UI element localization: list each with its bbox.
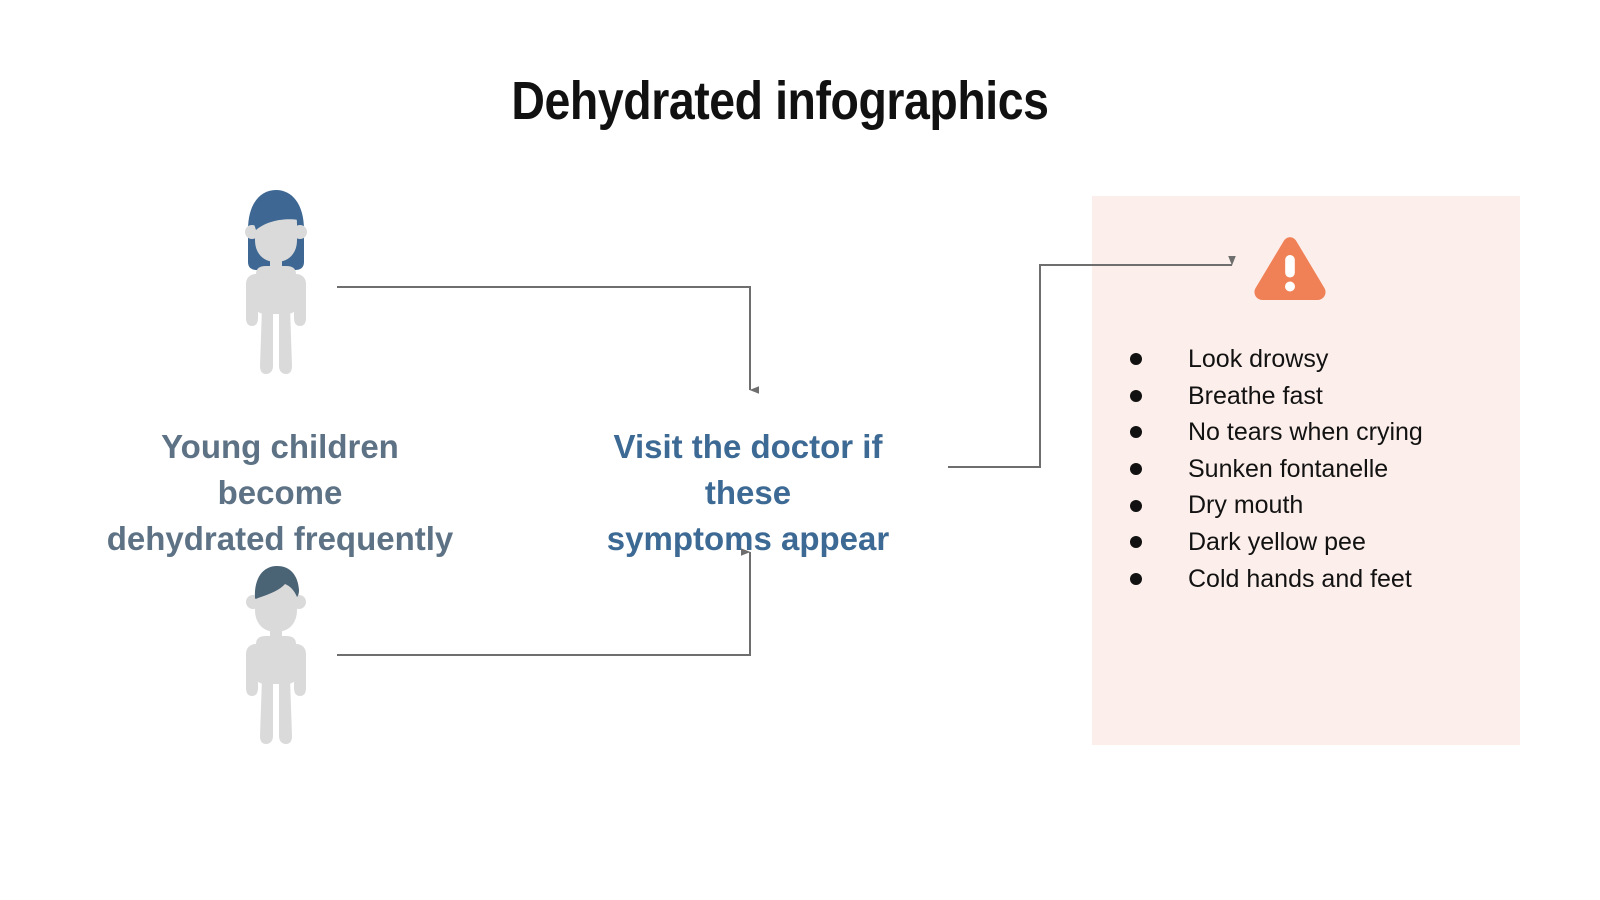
symptom-label: Cold hands and feet <box>1188 564 1412 593</box>
list-item: Dark yellow pee <box>1092 524 1520 561</box>
list-item: Breathe fast <box>1092 378 1520 415</box>
child-boy-icon <box>228 554 324 746</box>
symptom-label: Breathe fast <box>1188 381 1323 410</box>
symptom-label: Sunken fontanelle <box>1188 454 1389 483</box>
caption-left: Young children become dehydrated frequen… <box>106 428 454 557</box>
bullet-icon <box>1130 426 1142 439</box>
bullet-icon <box>1130 463 1142 476</box>
list-item: Dry mouth <box>1092 487 1520 524</box>
bullet-icon <box>1130 499 1142 512</box>
bullet-icon <box>1130 353 1142 366</box>
list-item: Sunken fontanelle <box>1092 451 1520 488</box>
list-item: No tears when crying <box>1092 414 1520 451</box>
page-title: Dehydrated infographics <box>511 71 1049 131</box>
bullet-icon <box>1130 572 1142 585</box>
child-girl-icon <box>228 188 324 378</box>
symptom-label: Dry mouth <box>1188 491 1304 520</box>
bullet-icon <box>1130 536 1142 549</box>
symptom-label: No tears when crying <box>1188 418 1423 447</box>
warning-triangle-icon <box>1253 236 1327 302</box>
caption-center: Visit the doctor if these symptoms appea… <box>606 428 890 557</box>
list-item: Look drowsy <box>1092 341 1520 378</box>
symptom-list: Look drowsy Breathe fast No tears when c… <box>1092 341 1520 597</box>
connector-boy-to-center <box>337 548 751 656</box>
bullet-icon <box>1130 389 1142 402</box>
list-item: Cold hands and feet <box>1092 561 1520 598</box>
connector-girl-to-center <box>337 286 759 394</box>
symptom-label: Look drowsy <box>1188 345 1329 373</box>
symptom-label: Dark yellow pee <box>1188 527 1366 556</box>
